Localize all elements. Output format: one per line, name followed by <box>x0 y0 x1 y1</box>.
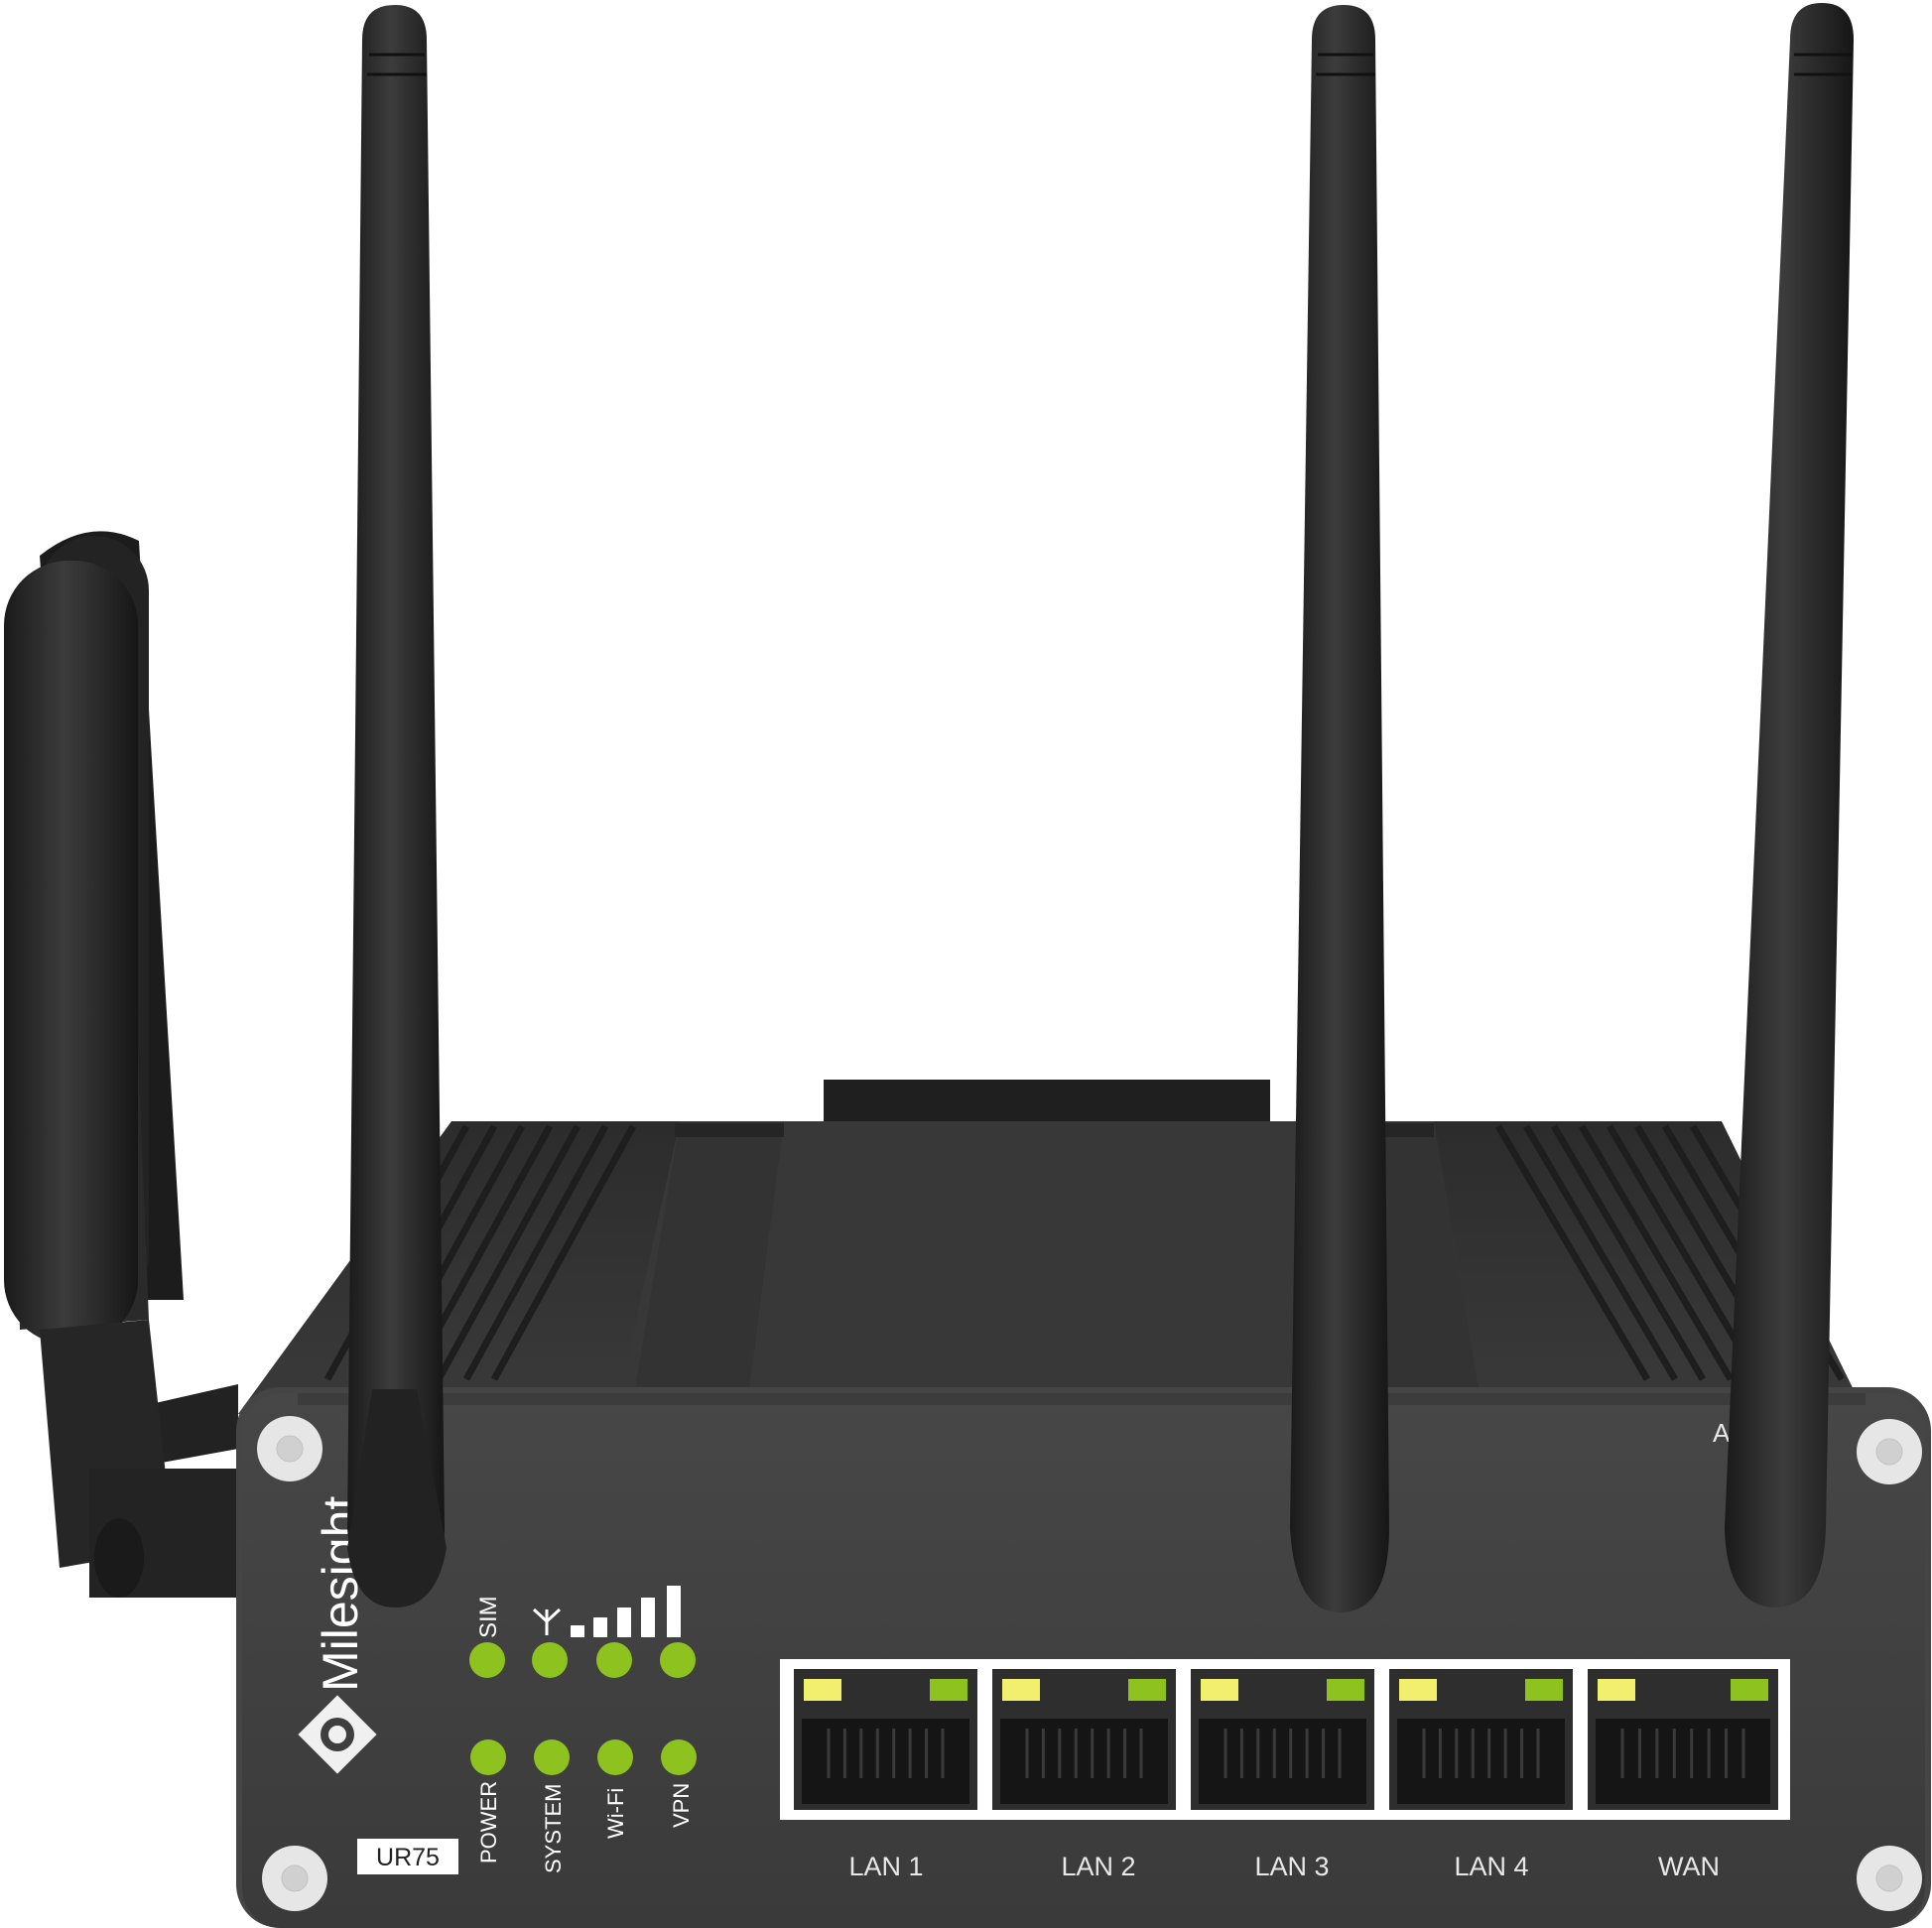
port-label-lan1: LAN 1 <box>848 1852 923 1881</box>
led-label-sim: SIM <box>475 1596 502 1638</box>
chassis-top <box>238 1080 1866 1414</box>
vent-slot <box>1578 1124 1735 1381</box>
port-led-green <box>1525 1679 1563 1701</box>
vent-slot <box>1494 1124 1651 1381</box>
port-led-green <box>1128 1679 1166 1701</box>
vent-slot <box>435 1124 581 1381</box>
led-wifi <box>597 1739 633 1775</box>
led-sim <box>469 1642 505 1678</box>
port-socket <box>1397 1719 1565 1804</box>
vent-slot <box>1550 1124 1707 1381</box>
port-led-yellow <box>804 1679 841 1701</box>
port-led-yellow <box>1002 1679 1040 1701</box>
ethernet-ports <box>780 1659 1790 1820</box>
port-label-lan3: LAN 3 <box>1254 1852 1329 1881</box>
ethernet-port-lan1[interactable] <box>794 1669 977 1810</box>
antenna-middle <box>1290 5 1389 1612</box>
port-label-lan2: LAN 2 <box>1061 1852 1135 1881</box>
ethernet-port-lan3[interactable] <box>1191 1669 1374 1810</box>
port-led-yellow <box>1598 1679 1635 1701</box>
port-socket <box>802 1719 969 1804</box>
ethernet-port-lan4[interactable] <box>1389 1669 1573 1810</box>
port-socket <box>1199 1719 1366 1804</box>
led-signal-2 <box>596 1642 632 1678</box>
ethernet-port-lan2[interactable] <box>992 1669 1176 1810</box>
port-led-yellow <box>1399 1679 1437 1701</box>
led-label-system: SYSTEM <box>541 1784 566 1873</box>
port-label-lan4: LAN 4 <box>1454 1852 1528 1881</box>
led-signal-1 <box>532 1642 568 1678</box>
signal-strength-bars <box>571 1586 681 1637</box>
antenna-right <box>1725 3 1854 1607</box>
model-name: UR75 <box>376 1844 440 1871</box>
status-leds <box>469 1642 697 1775</box>
led-vpn <box>661 1739 697 1775</box>
port-led-yellow <box>1201 1679 1238 1701</box>
model-badge: UR75 <box>357 1839 458 1874</box>
led-power <box>470 1739 506 1775</box>
led-label-power: POWER <box>476 1781 501 1864</box>
antenna-left <box>347 5 447 1607</box>
led-label-vpn: VPN <box>669 1783 694 1828</box>
cellular-paddle-antennas <box>4 531 238 1598</box>
port-led-green <box>1731 1679 1768 1701</box>
led-signal-3 <box>660 1642 696 1678</box>
led-system <box>534 1739 570 1775</box>
port-labels: LAN 1 LAN 2 LAN 3 LAN 4 WAN <box>848 1852 1720 1881</box>
port-socket <box>1596 1719 1770 1804</box>
port-socket <box>1000 1719 1168 1804</box>
partial-label: A <box>1713 1418 1731 1448</box>
vent-slot <box>1522 1124 1679 1381</box>
led-labels: SIM POWER SYSTEM Wi-Fi VPN <box>475 1586 694 1873</box>
signal-antenna-icon <box>532 1607 562 1635</box>
corner-screws <box>257 1416 1922 1911</box>
vent-slot <box>490 1124 637 1381</box>
port-label-wan: WAN <box>1658 1852 1720 1881</box>
port-led-green <box>930 1679 967 1701</box>
led-label-wifi: Wi-Fi <box>603 1788 628 1839</box>
port-led-green <box>1327 1679 1364 1701</box>
vent-slot <box>462 1124 609 1381</box>
ethernet-port-wan[interactable] <box>1588 1669 1778 1810</box>
